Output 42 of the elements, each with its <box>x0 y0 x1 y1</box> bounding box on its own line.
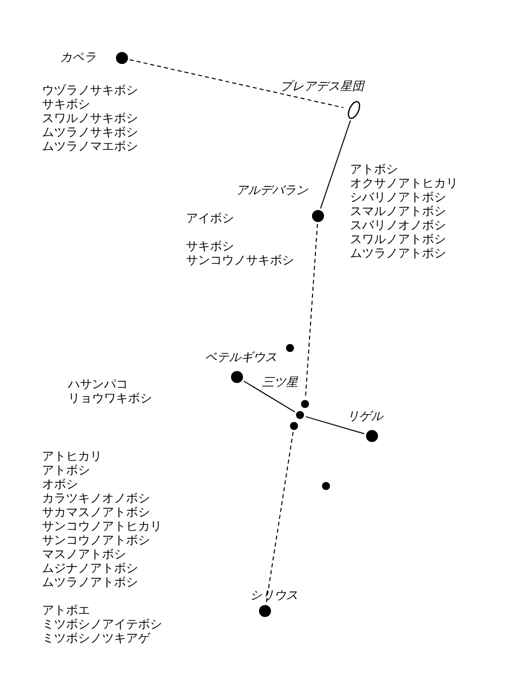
folk-name: スマルノアトボシ <box>350 204 446 218</box>
connector-line <box>305 416 365 434</box>
folk-name: スワルノサキボシ <box>42 111 138 125</box>
folk-name: アトボエ <box>42 603 90 617</box>
group-name: 三ツ星 <box>262 375 298 389</box>
dashed-line <box>266 431 294 604</box>
dashed-line <box>129 59 344 108</box>
folk-name: サキボシ <box>42 97 90 111</box>
connector-line <box>243 380 296 412</box>
folk-name: リョウワキボシ <box>68 391 152 405</box>
star-name: プレアデス星団 <box>280 79 364 93</box>
folk-name: オクサノアトヒカリ <box>350 176 458 190</box>
folk-name: サンコウノアトヒカリ <box>42 519 162 533</box>
folk-name: ウヅラノサキボシ <box>42 83 138 97</box>
folk-name: ムツラノアトボシ <box>42 575 138 589</box>
folk-name: ミツボシノツキアゲ <box>42 631 150 645</box>
star-name: シリウス <box>250 588 298 602</box>
star-name: カペラ <box>60 50 96 64</box>
folk-name: ムジナノアトボシ <box>42 561 138 575</box>
connector-line <box>320 120 351 209</box>
folk-name: ムツラノサキボシ <box>42 125 138 139</box>
folk-name: ムツラノマエボシ <box>42 139 138 153</box>
folk-name: ミツボシノアイテボシ <box>42 617 162 631</box>
folk-name: アイボシ <box>186 211 234 225</box>
folk-name: サンコウノサキボシ <box>186 253 294 267</box>
star-name: ベテルギウス <box>205 350 277 364</box>
star-name: アルデバラン <box>236 183 308 197</box>
folk-name: サカマスノアトボシ <box>42 505 150 519</box>
folk-name: サンコウノアトボシ <box>42 533 150 547</box>
folk-name: シバリノアトボシ <box>350 190 446 204</box>
folk-name: アトボシ <box>42 463 90 477</box>
folk-name: アトヒカリ <box>42 449 102 463</box>
folk-name: サキボシ <box>186 239 234 253</box>
folk-name: ムツラノアトボシ <box>350 246 446 260</box>
folk-name: オボシ <box>42 477 78 491</box>
star-name: リゲル <box>347 409 383 423</box>
folk-name: スワルノアトボシ <box>350 232 446 246</box>
folk-name: ハサンパコ <box>68 377 128 391</box>
folk-name: カラツキノオノボシ <box>42 491 150 505</box>
folk-name: スバリノオノボシ <box>350 218 446 232</box>
folk-name: マスノアトボシ <box>42 547 126 561</box>
folk-name: アトボシ <box>350 162 398 176</box>
